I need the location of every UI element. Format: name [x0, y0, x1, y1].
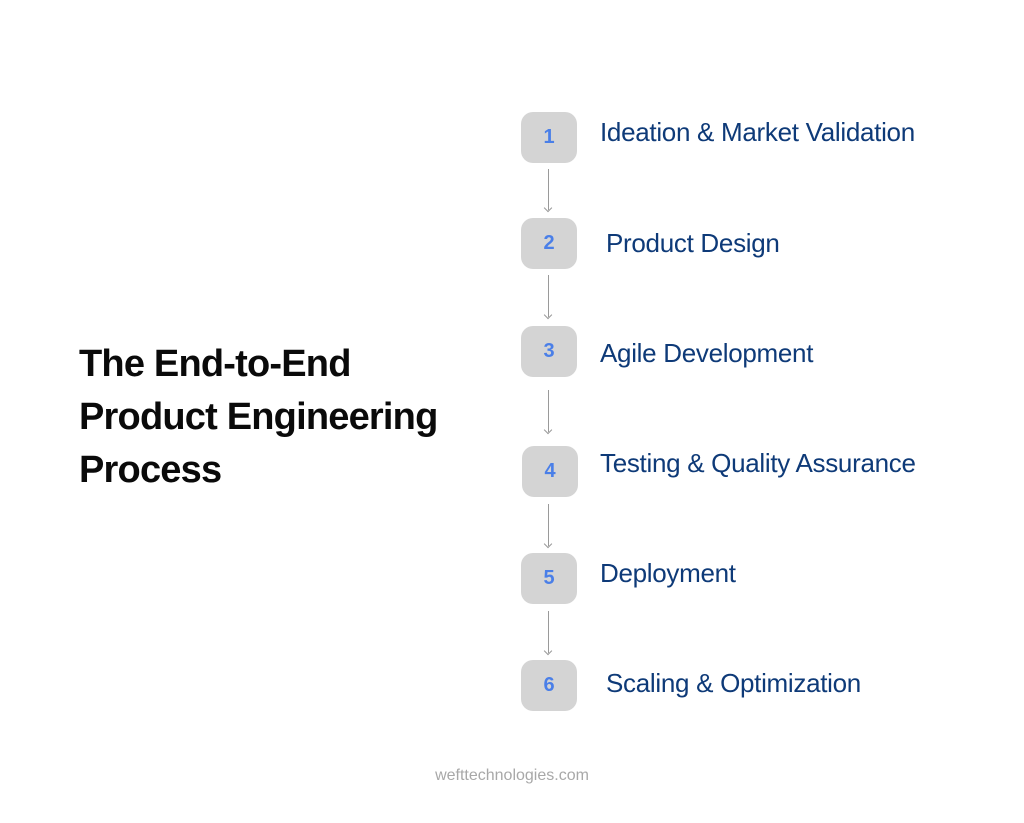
step-2-label: Product Design	[606, 228, 780, 258]
step-5-number-badge: 5	[521, 553, 577, 604]
arrow-down-icon	[543, 390, 554, 435]
arrow-down-icon	[543, 275, 554, 320]
step-2-number-badge: 2	[521, 218, 577, 269]
step-5-label: Deployment	[600, 558, 736, 588]
arrow-down-icon	[543, 504, 554, 549]
arrow-down-icon	[543, 169, 554, 213]
step-4-label: Testing & Quality Assurance	[600, 448, 916, 478]
step-3-number-badge: 3	[521, 326, 577, 377]
page-title: The End-to-End Product Engineering Proce…	[79, 338, 479, 497]
step-1-label: Ideation & Market Validation	[600, 117, 915, 147]
title-line-1: The End-to-End	[79, 343, 351, 385]
step-6-number-badge: 6	[521, 660, 577, 711]
step-6-label: Scaling & Optimization	[606, 668, 861, 698]
footer-website: wefttechnologies.com	[435, 767, 589, 784]
title-line-3: Process	[79, 449, 222, 491]
arrow-down-icon	[543, 611, 554, 656]
step-1-number-badge: 1	[521, 112, 577, 163]
title-line-2: Product Engineering	[79, 396, 438, 438]
step-4-number-badge: 4	[522, 446, 578, 497]
step-3-label: Agile Development	[600, 338, 814, 368]
